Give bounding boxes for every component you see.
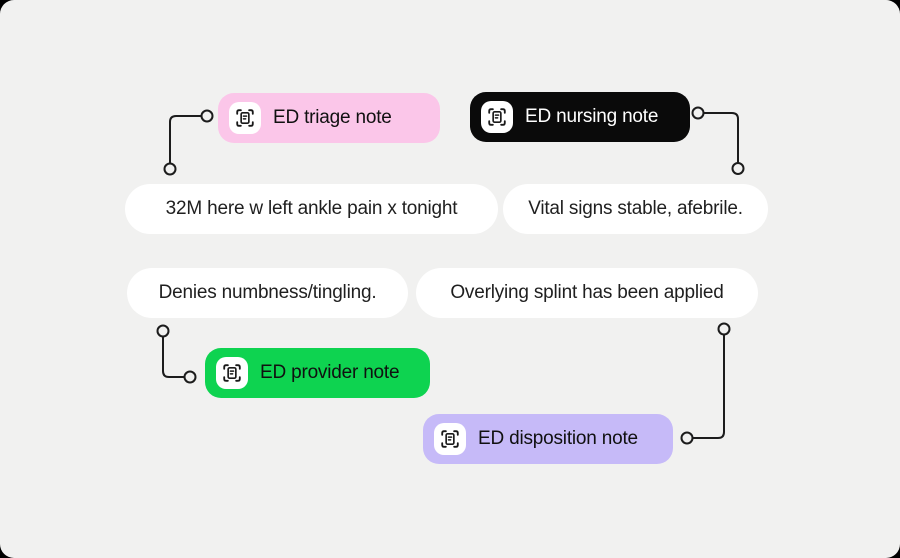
disposition-note-text: Overlying splint has been applied <box>416 268 758 318</box>
nursing-badge-label: ED nursing note <box>525 106 659 127</box>
triage-note-text: 32M here w left ankle pain x tonight <box>125 184 498 234</box>
triage-badge: ED triage note <box>218 93 440 143</box>
scan-document-icon <box>481 101 513 133</box>
provider-note-text: Denies numbness/tingling. <box>127 268 408 318</box>
provider-badge: ED provider note <box>205 348 430 398</box>
triage-badge-label: ED triage note <box>273 107 392 128</box>
scan-document-icon <box>434 423 466 455</box>
connector-nursing <box>691 106 745 175</box>
scan-document-icon <box>229 102 261 134</box>
connector-disposition <box>680 322 731 445</box>
provider-badge-label: ED provider note <box>260 362 400 383</box>
nursing-badge: ED nursing note <box>470 92 690 142</box>
connector-provider <box>156 324 197 384</box>
disposition-badge: ED disposition note <box>423 414 673 464</box>
connector-triage <box>163 109 214 176</box>
disposition-badge-label: ED disposition note <box>478 428 638 449</box>
nursing-note-text: Vital signs stable, afebrile. <box>503 184 768 234</box>
scan-document-icon <box>216 357 248 389</box>
